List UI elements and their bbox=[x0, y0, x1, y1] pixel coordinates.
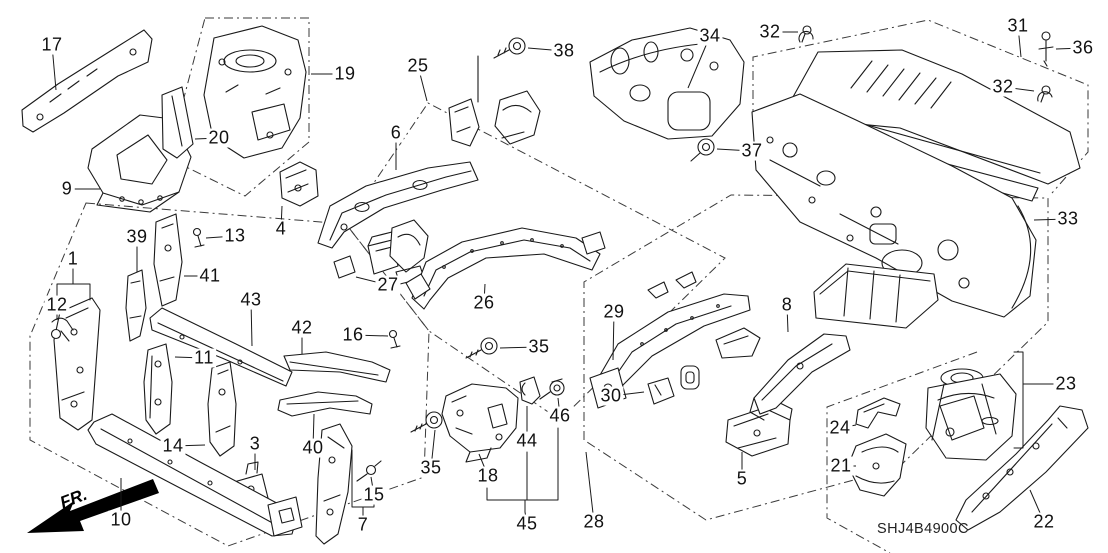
part-44-bracket-drawing bbox=[519, 376, 541, 405]
part-callout-19[interactable]: 19 bbox=[332, 63, 358, 84]
part-callout-9[interactable]: 9 bbox=[59, 178, 75, 199]
part-callout-35[interactable]: 35 bbox=[418, 457, 444, 478]
part-callout-15[interactable]: 15 bbox=[361, 484, 387, 505]
part-callout-4[interactable]: 4 bbox=[273, 218, 289, 239]
part-callout-31[interactable]: 31 bbox=[1005, 15, 1031, 36]
part-34-insulator-panel-drawing bbox=[589, 27, 745, 140]
part-17-fender-rail-drawing bbox=[21, 29, 153, 133]
part-callout-5[interactable]: 5 bbox=[734, 468, 750, 489]
part-callout-28[interactable]: 28 bbox=[581, 511, 607, 532]
part-callout-10[interactable]: 10 bbox=[108, 509, 134, 530]
part-callout-37[interactable]: 37 bbox=[739, 140, 765, 161]
part-callout-25[interactable]: 25 bbox=[405, 55, 431, 76]
part-4-bracket-drawing bbox=[279, 161, 319, 207]
part-24-bracket-drawing bbox=[855, 397, 901, 429]
diagram-code: SHJ4B4900C bbox=[877, 521, 969, 537]
part-30-bracket-drawing bbox=[647, 365, 700, 405]
part-callout-27[interactable]: 27 bbox=[375, 274, 401, 295]
part-callout-3[interactable]: 3 bbox=[247, 433, 263, 454]
part-43-upper-crossmember-drawing bbox=[149, 307, 293, 387]
part-callout-32[interactable]: 32 bbox=[757, 21, 783, 42]
part-19-wheelhouse-assembly-drawing bbox=[203, 25, 307, 159]
group-boundary-cowl bbox=[752, 19, 1089, 194]
leader-line-28 bbox=[585, 451, 595, 523]
part-callout-23[interactable]: 23 bbox=[1053, 373, 1079, 394]
part-callout-34[interactable]: 34 bbox=[697, 25, 723, 46]
part-callout-7[interactable]: 7 bbox=[355, 514, 371, 535]
part-33-dashboard-panel-drawing bbox=[751, 93, 1037, 318]
part-27-bracket-drawing bbox=[333, 230, 399, 279]
part-38-bolt-drawing bbox=[493, 37, 526, 59]
part-callout-44[interactable]: 44 bbox=[514, 430, 540, 451]
part-23-wheelhouse-rear-drawing bbox=[925, 368, 1017, 461]
part-callout-46[interactable]: 46 bbox=[547, 405, 573, 426]
part-callout-12[interactable]: 12 bbox=[44, 294, 70, 315]
part-mid-bracket-drawing bbox=[581, 231, 761, 359]
part-46-bolt-drawing bbox=[539, 378, 565, 400]
part-8-side-frame-right-drawing bbox=[749, 263, 939, 421]
part-callout-29[interactable]: 29 bbox=[601, 301, 627, 322]
part-25-bracket-set-drawing bbox=[448, 55, 541, 147]
part-callout-33[interactable]: 33 bbox=[1055, 208, 1081, 229]
group-boundary-wheelhouse-rear bbox=[826, 351, 978, 553]
part-32b-clip-drawing bbox=[1037, 85, 1053, 103]
part-1-stay-drawing bbox=[53, 297, 101, 431]
part-12-hook-drawing bbox=[50, 317, 74, 342]
part-callout-45[interactable]: 45 bbox=[514, 513, 540, 534]
part-18-bulkhead-stay-drawing bbox=[441, 383, 519, 463]
part-39-stiffener-drawing bbox=[125, 269, 147, 342]
part-11-side-stay-drawing bbox=[143, 343, 173, 435]
part-35-bolt-upper-drawing bbox=[465, 337, 498, 359]
part-callout-35[interactable]: 35 bbox=[526, 336, 552, 357]
part-13-clip-drawing bbox=[192, 227, 205, 248]
bracket-23 bbox=[1013, 351, 1032, 449]
part-callout-21[interactable]: 21 bbox=[828, 455, 854, 476]
part-26-side-frame-drawing bbox=[405, 227, 601, 310]
part-callout-16[interactable]: 16 bbox=[340, 324, 366, 345]
part-mount-drawing bbox=[389, 219, 429, 285]
part-callout-6[interactable]: 6 bbox=[388, 122, 404, 143]
part-callout-17[interactable]: 17 bbox=[39, 34, 65, 55]
part-6-upper-frame-drawing bbox=[317, 161, 479, 249]
part-callout-42[interactable]: 42 bbox=[289, 317, 315, 338]
part-callout-1[interactable]: 1 bbox=[65, 248, 81, 269]
part-drawings bbox=[21, 25, 1089, 545]
part-callout-41[interactable]: 41 bbox=[197, 265, 223, 286]
part-callout-32[interactable]: 32 bbox=[990, 76, 1016, 97]
part-36-bolt-drawing bbox=[1038, 31, 1054, 67]
part-callout-11[interactable]: 11 bbox=[192, 347, 216, 368]
part-callout-13[interactable]: 13 bbox=[222, 225, 248, 246]
part-20-gusset-drawing bbox=[161, 86, 194, 159]
part-21-splash-guard-drawing bbox=[847, 433, 907, 497]
bracket-1-12 bbox=[56, 269, 91, 301]
part-callout-39[interactable]: 39 bbox=[124, 226, 150, 247]
group-boundary-side-frame-right bbox=[583, 194, 1049, 521]
part-callout-40[interactable]: 40 bbox=[300, 437, 326, 458]
part-callout-43[interactable]: 43 bbox=[238, 289, 264, 310]
part-callout-14[interactable]: 14 bbox=[160, 435, 186, 456]
part-41-stay-drawing bbox=[153, 213, 183, 307]
part-callout-8[interactable]: 8 bbox=[779, 294, 795, 315]
part-37-grommet-drawing bbox=[690, 138, 715, 162]
part-22-rear-rail-drawing bbox=[955, 405, 1089, 531]
part-32-clip-drawing bbox=[798, 25, 814, 43]
part-callout-30[interactable]: 30 bbox=[598, 385, 624, 406]
part-5-outrigger-drawing bbox=[725, 397, 793, 457]
part-35-bolt-lower-drawing bbox=[410, 411, 443, 433]
part-40-arm-drawing bbox=[277, 391, 373, 417]
bracket-45 bbox=[486, 427, 559, 513]
fr-direction-arrow bbox=[27, 479, 159, 533]
part-16-clip-drawing bbox=[388, 329, 401, 349]
part-callout-20[interactable]: 20 bbox=[206, 127, 232, 148]
part-42-fender-rail-drawing bbox=[283, 351, 391, 383]
part-callout-36[interactable]: 36 bbox=[1070, 37, 1096, 58]
part-15-clip-drawing bbox=[356, 460, 382, 482]
part-callout-26[interactable]: 26 bbox=[471, 292, 497, 313]
part-callout-38[interactable]: 38 bbox=[551, 40, 577, 61]
part-callout-18[interactable]: 18 bbox=[475, 465, 501, 486]
part-14-center-stay-drawing bbox=[207, 361, 237, 457]
part-callout-22[interactable]: 22 bbox=[1031, 511, 1057, 532]
part-callout-24[interactable]: 24 bbox=[827, 417, 853, 438]
